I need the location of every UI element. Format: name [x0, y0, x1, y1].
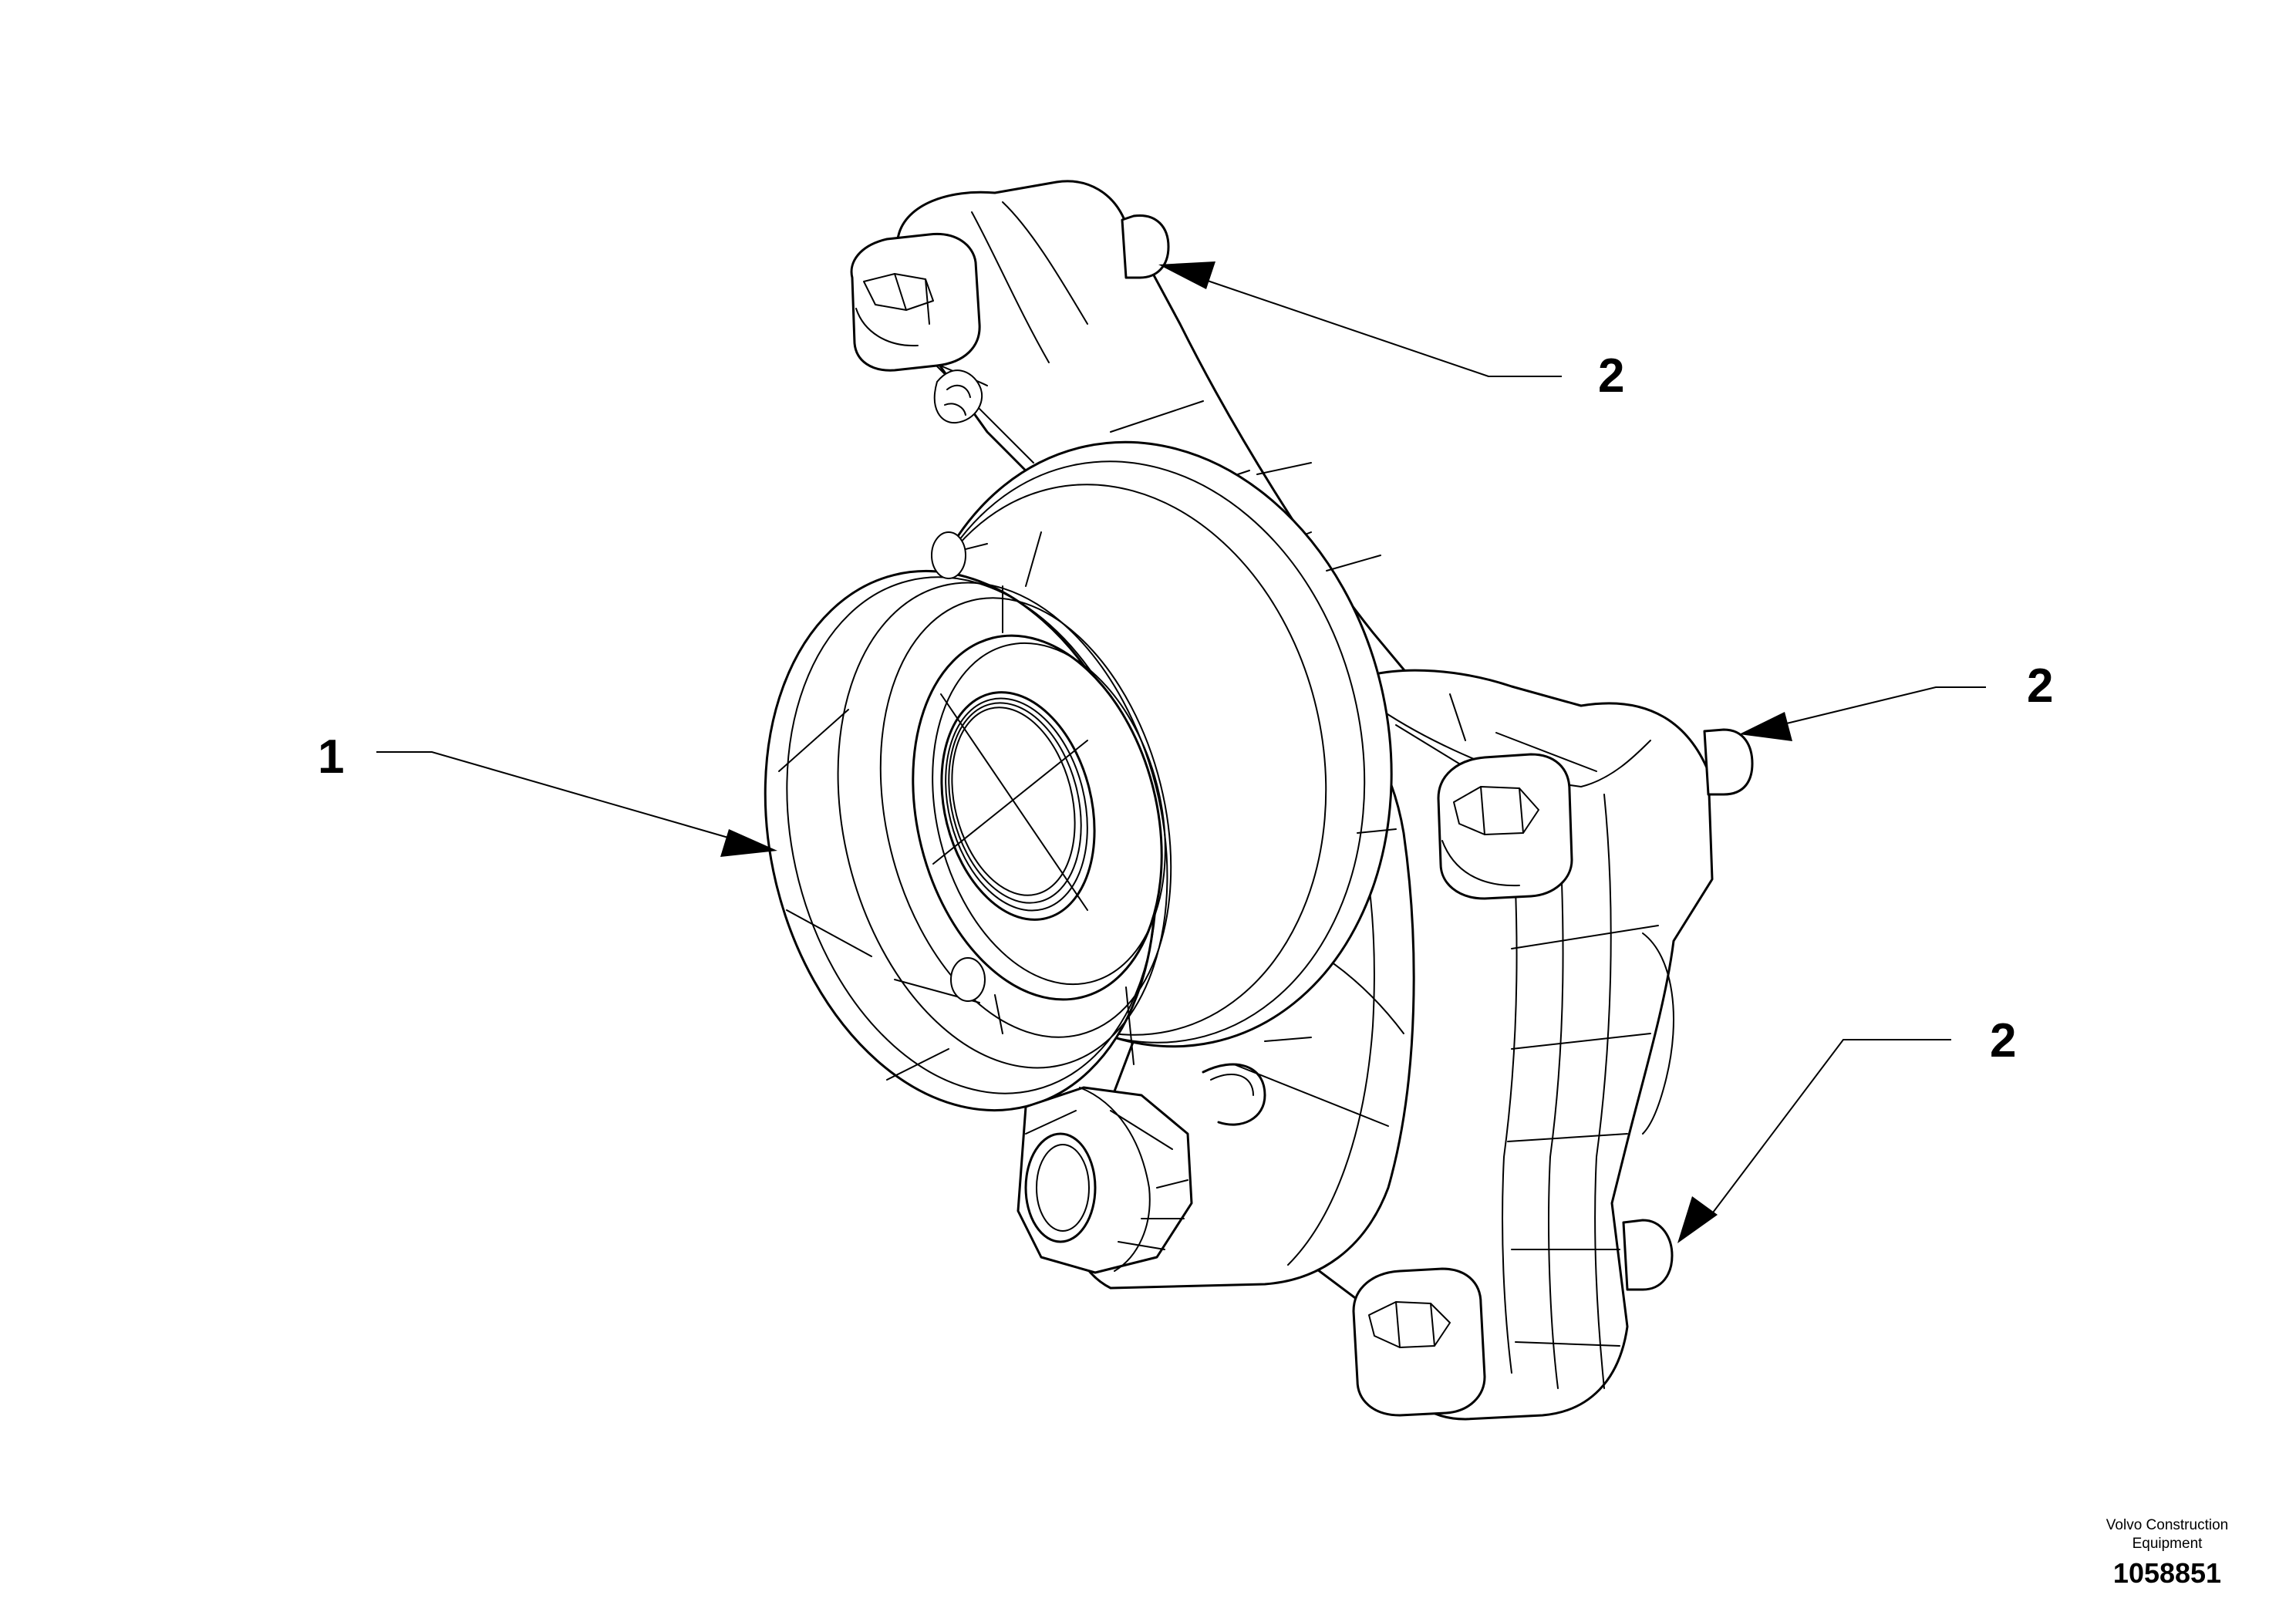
drawing-number: 1058851 [2113, 1557, 2221, 1589]
arrowhead-2-right [1739, 712, 1792, 741]
upper-stud [1121, 214, 1170, 279]
arrowhead-2-top [1158, 261, 1215, 289]
upper-left-bolt [850, 232, 981, 372]
right-upper-stud [1703, 728, 1754, 796]
callout-label-2-right: 2 [2027, 659, 2053, 713]
arrowhead-2-lower [1677, 1196, 1718, 1243]
leader-line-1 [376, 751, 740, 841]
callout-label-2-lower: 2 [1990, 1014, 2016, 1067]
pulley-hub [912, 585, 1166, 1034]
leader-line-2-top [1202, 278, 1562, 377]
lower-right-bolt [1352, 1267, 1486, 1417]
leader-line-2-right [1773, 686, 1986, 727]
leader-line-2-lower [1708, 1039, 1951, 1219]
company-name-line1: Volvo Construction [2106, 1517, 2228, 1533]
right-lower-stud [1622, 1219, 1674, 1291]
arrowhead-1 [720, 829, 777, 857]
callout-label-1: 1 [318, 730, 344, 784]
right-bracket [1310, 669, 1714, 1421]
right-middle-bolt [1437, 753, 1573, 900]
callout-label-2-top: 2 [1598, 349, 1624, 403]
company-name-line2: Equipment [2132, 1536, 2203, 1552]
lower-nut [1017, 1086, 1193, 1274]
